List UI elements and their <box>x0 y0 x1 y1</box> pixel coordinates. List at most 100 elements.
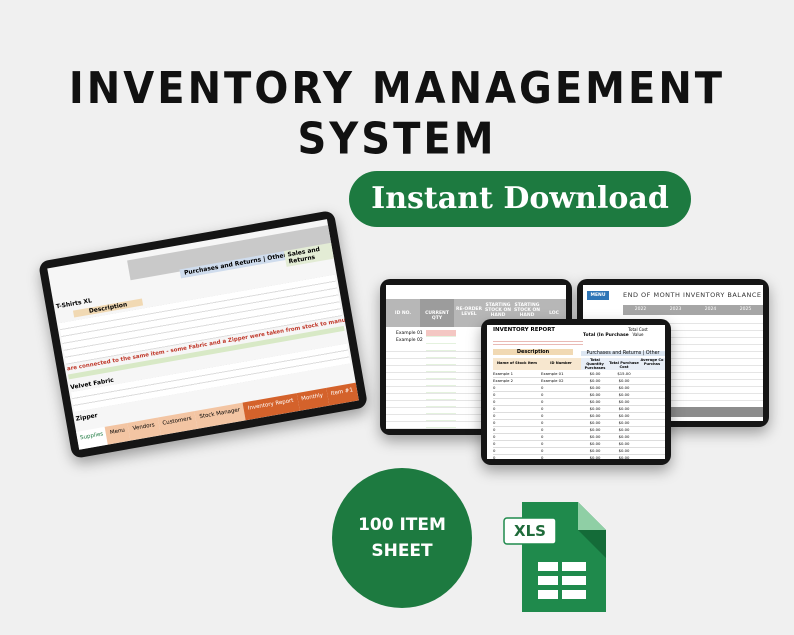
right-year-row: 2022 2023 2024 2025 <box>623 305 763 315</box>
row-cost: $0.00 <box>618 392 630 397</box>
row-cost: $15.00 <box>617 371 631 376</box>
row-name: 0 <box>493 441 496 446</box>
row-cost: $0.00 <box>618 455 630 459</box>
page-title: INVENTORY MANAGEMENT SYSTEM <box>68 63 726 165</box>
row-qty: $0.00 <box>589 371 601 376</box>
year-2023: 2023 <box>669 307 682 312</box>
row-id: 0 <box>541 434 544 439</box>
row-qty: $0.00 <box>589 448 601 453</box>
row-qty: $0.00 <box>589 392 601 397</box>
tab-monthly[interactable]: Monthly <box>296 387 329 411</box>
front-col-headers: Name of Stock Item ID Number Total Quant… <box>493 358 665 370</box>
row-cost: $0.00 <box>618 378 630 383</box>
row-cost: $0.00 <box>618 441 630 446</box>
middle-green-col <box>426 330 456 429</box>
tab-supplies[interactable]: Supplies <box>76 426 109 450</box>
row-id: 0 <box>541 406 544 411</box>
row-id: Example 01 <box>541 371 564 376</box>
row-cost: $0.00 <box>618 448 630 453</box>
right-title: END OF MONTH INVENTORY BALANCE <box>623 291 762 299</box>
row-qty: $0.00 <box>589 378 601 383</box>
row-name: Example 2 <box>493 378 514 383</box>
left-tablet: Purchases and Returns | Other Sales and … <box>38 209 369 459</box>
item-count-badge: 100 ITEM SHEET <box>332 468 472 608</box>
row-cost: $0.00 <box>618 399 630 404</box>
row-name: Example 1 <box>493 371 514 376</box>
row-id: 0 <box>541 441 544 446</box>
row-id: 0 <box>541 392 544 397</box>
table-row: 0 0 $0.00 $0.00 <box>493 392 665 399</box>
front-title: INVENTORY REPORT <box>493 327 555 333</box>
instant-download-badge[interactable]: Instant Download <box>349 171 691 227</box>
front-note <box>493 339 583 347</box>
tab-customers[interactable]: Customers <box>157 411 198 436</box>
row-name: 0 <box>493 420 496 425</box>
col-reorder: RE-ORDER LEVEL <box>456 307 482 317</box>
tab-stock-manager[interactable]: Stock Manager <box>194 402 246 429</box>
row-cost: $0.00 <box>618 406 630 411</box>
row-name: 0 <box>493 427 496 432</box>
tab-vendors[interactable]: Vendors <box>127 417 161 441</box>
front-total-cost: Total Cost Value <box>628 327 648 337</box>
row-name: 0 <box>493 392 496 397</box>
tab-inventory-report[interactable]: Inventory Report <box>242 393 300 421</box>
row-cost: $0.00 <box>618 434 630 439</box>
row-name: 0 <box>493 399 496 404</box>
front-purchases-header: Purchases and Returns | Other <box>581 351 665 356</box>
row-cost: $0.00 <box>618 427 630 432</box>
row-qty: $0.00 <box>589 413 601 418</box>
col-cost: Total Purchase Cost <box>609 358 639 370</box>
col-id-no: ID NO. <box>394 311 412 316</box>
row-name: 0 <box>493 413 496 418</box>
col-avg: Average Co Purchas <box>639 358 665 370</box>
col-name: Name of Stock Item <box>493 358 541 370</box>
row-qty: $0.00 <box>589 455 601 459</box>
table-row: 0 0 $0.00 $0.00 <box>493 399 665 406</box>
row-qty: $0.00 <box>589 406 601 411</box>
col-qty: Total Quantity Purchases <box>581 358 609 370</box>
row-cost: $0.00 <box>618 420 630 425</box>
left-section-3: Zipper <box>75 412 99 423</box>
front-tablet-screen: INVENTORY REPORT Total (In Purchase Tota… <box>487 325 665 459</box>
xls-spreadsheet-icon: XLS <box>500 496 610 618</box>
row-cost: $0.00 <box>618 413 630 418</box>
left-tablet-screen: Purchases and Returns | Other Sales and … <box>47 219 359 450</box>
row-id: 0 <box>541 455 544 459</box>
row-qty: $0.00 <box>589 385 601 390</box>
row-qty: $0.00 <box>589 399 601 404</box>
row-qty: $0.00 <box>589 427 601 432</box>
xls-label: XLS <box>514 522 546 540</box>
col-current-qty: CURRENT QTY <box>420 299 454 327</box>
row-id: 0 <box>541 399 544 404</box>
row-name: 0 <box>493 385 496 390</box>
col-start-stock-2: STARTING STOCK ON HAND <box>513 303 541 318</box>
middle-row-1: Example 01 <box>396 331 423 336</box>
row-id: 0 <box>541 420 544 425</box>
row-id: 0 <box>541 385 544 390</box>
year-2025: 2025 <box>739 307 752 312</box>
year-2024: 2024 <box>704 307 717 312</box>
year-2022: 2022 <box>634 307 647 312</box>
table-row: Example 1 Example 01 $0.00 $15.00 <box>493 371 665 378</box>
row-id: 0 <box>541 448 544 453</box>
row-qty: $0.00 <box>589 434 601 439</box>
tab-menu[interactable]: Menu <box>104 422 131 445</box>
col-loc: LOC <box>549 311 559 316</box>
table-row: Example 2 Example 02 $0.00 $0.00 <box>493 378 665 385</box>
table-row: 0 0 $0.00 $0.00 <box>493 427 665 434</box>
row-name: 0 <box>493 448 496 453</box>
table-row: 0 0 $0.00 $0.00 <box>493 448 665 455</box>
row-id: 0 <box>541 427 544 432</box>
front-total-label: Total (In Purchase <box>583 333 629 338</box>
item-count-line1: 100 ITEM <box>358 515 446 535</box>
zero-rows: 0 0 $0.00 $0.00 0 0 $0.00 $0.00 0 0 $0.00 $0.00 0 0 $0… <box>493 385 665 459</box>
col-id: ID Number <box>541 358 581 370</box>
menu-button[interactable]: MENU <box>587 291 609 300</box>
tab-item-1[interactable]: Item #1 <box>325 382 359 406</box>
